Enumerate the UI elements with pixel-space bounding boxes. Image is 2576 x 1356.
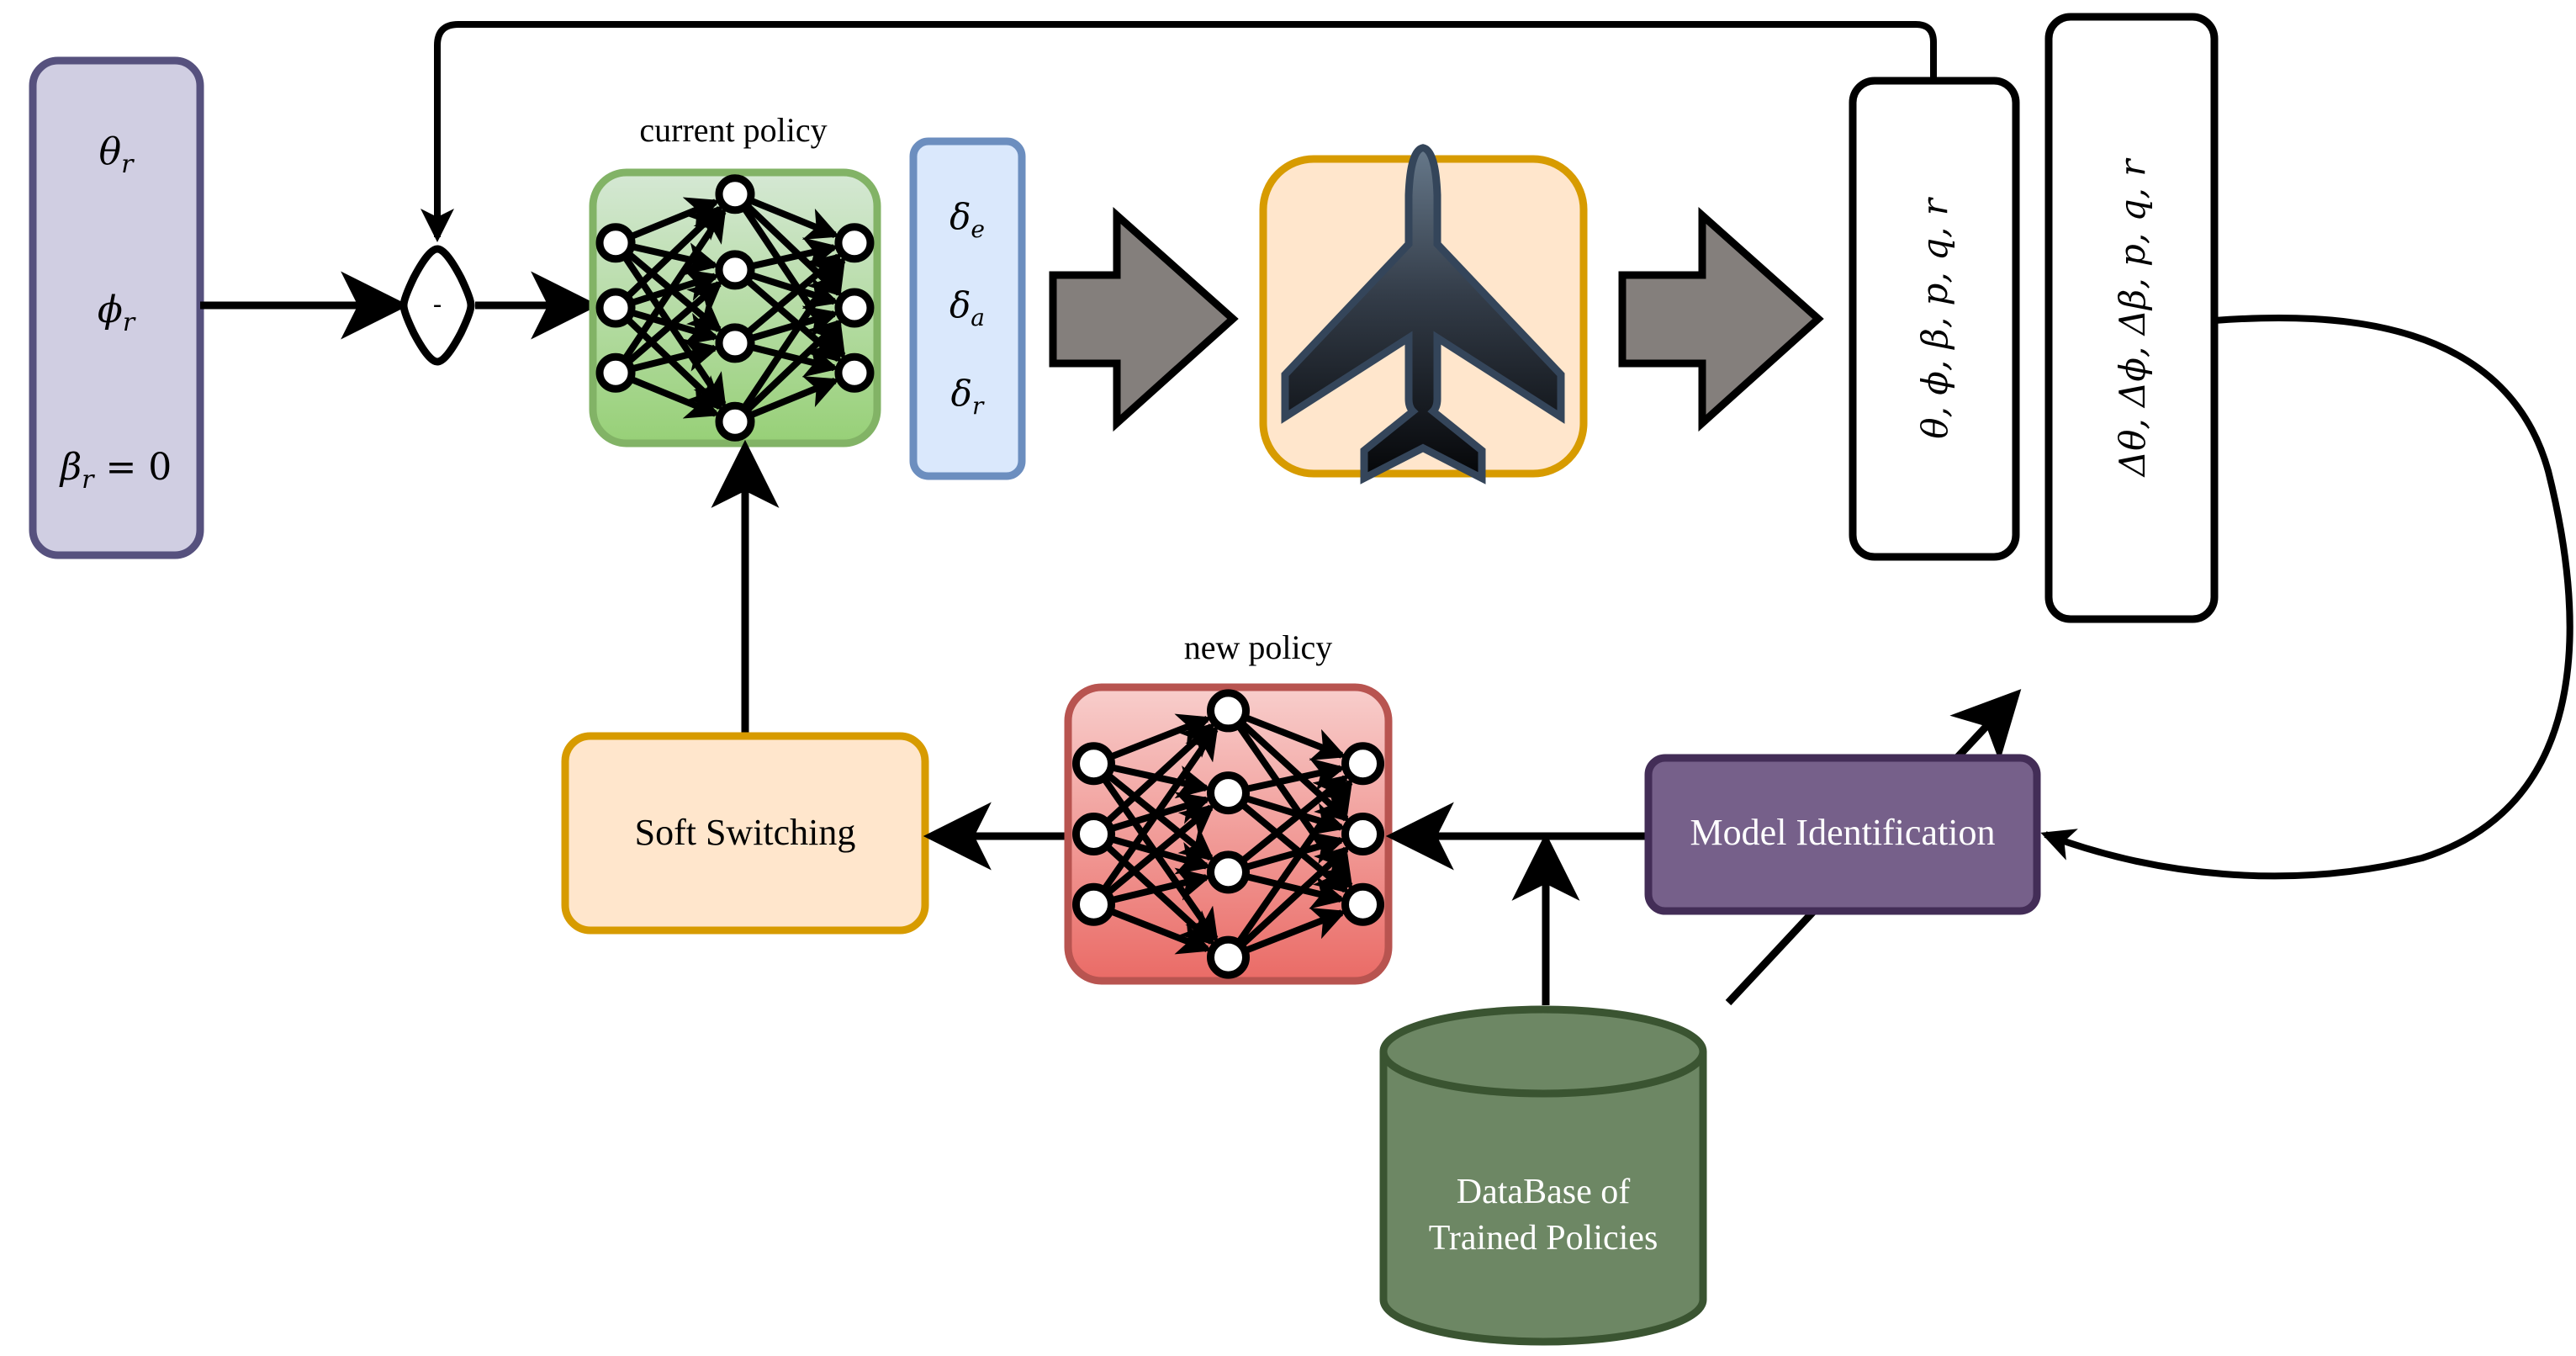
minus-sign: - xyxy=(433,290,442,320)
nn-node xyxy=(1341,742,1385,786)
aircraft-box xyxy=(1259,144,1588,485)
delta-state-variables: Δθ, Δϕ, Δβ, p, q, r xyxy=(2112,157,2153,478)
neural-network-icon xyxy=(595,174,875,442)
nn-node xyxy=(595,223,636,263)
database-cylinder: DataBase of Trained Policies xyxy=(1379,1005,1707,1346)
nn-connection xyxy=(1091,725,1219,907)
nn-node xyxy=(715,401,755,442)
nn-node xyxy=(1341,813,1385,855)
nn-node xyxy=(834,223,875,263)
delta-state-box: Δθ, Δϕ, Δβ, p, q, r xyxy=(2044,13,2219,623)
nn-node xyxy=(715,250,755,290)
nn-connection xyxy=(732,256,846,424)
state-output-box: θ, ϕ, β, p, q, r xyxy=(1849,77,2020,561)
airplane-icon xyxy=(1281,144,1565,485)
nn-node xyxy=(715,323,755,363)
nn-node xyxy=(1071,742,1115,786)
control-inputs-box: δe δa δr xyxy=(909,137,1026,480)
current-policy-network xyxy=(589,168,881,448)
nn-node xyxy=(1207,850,1250,894)
nn-connection xyxy=(733,319,844,425)
summing-junction: - xyxy=(399,245,475,366)
nn-node xyxy=(1207,935,1250,979)
nn-node xyxy=(834,288,875,328)
nn-connection xyxy=(1225,777,1353,960)
nn-connection xyxy=(613,280,723,376)
block-arrow-to-aircraft xyxy=(1049,206,1239,432)
nn-node xyxy=(595,288,636,328)
reference-input-box: θr ϕr βr = 0 xyxy=(29,56,204,559)
model-identification-label: Model Identification xyxy=(1690,812,1996,853)
nn-connection xyxy=(1091,804,1215,908)
feedback-arrow xyxy=(421,21,1937,242)
ref-theta: θr xyxy=(99,130,135,179)
new-policy-label: new policy xyxy=(1184,628,1333,666)
nn-node xyxy=(1207,689,1250,733)
nn-connection xyxy=(1225,845,1351,961)
neural-network-icon xyxy=(1071,689,1385,979)
nn-node xyxy=(1071,882,1115,926)
soft-switching-label: Soft Switching xyxy=(635,812,856,853)
database-label-line1: DataBase of xyxy=(1457,1173,1630,1211)
nn-node xyxy=(1207,771,1250,815)
nn-node xyxy=(595,352,636,393)
block-arrow-to-states xyxy=(1618,206,1824,432)
current-policy-label: current policy xyxy=(639,111,827,149)
arrow-states-to-model-id xyxy=(2040,314,2573,880)
new-policy-network xyxy=(1064,683,1393,985)
delta-rudder: δr xyxy=(951,373,985,420)
nn-node xyxy=(715,174,755,215)
state-variables: θ, ϕ, β, p, q, r xyxy=(1914,196,1955,438)
ref-beta: βr = 0 xyxy=(59,446,172,495)
model-identification-box: Model Identification xyxy=(1644,754,2041,915)
nn-node xyxy=(1341,882,1385,926)
ref-phi: ϕr xyxy=(98,289,136,337)
nn-connection xyxy=(612,207,727,375)
nn-node xyxy=(1071,813,1115,855)
soft-switching-box: Soft Switching xyxy=(561,732,929,935)
database-label-line2: Trained Policies xyxy=(1429,1219,1658,1258)
nn-node xyxy=(834,352,875,393)
delta-elevator: δe xyxy=(949,196,985,243)
delta-aileron: δa xyxy=(949,284,985,331)
